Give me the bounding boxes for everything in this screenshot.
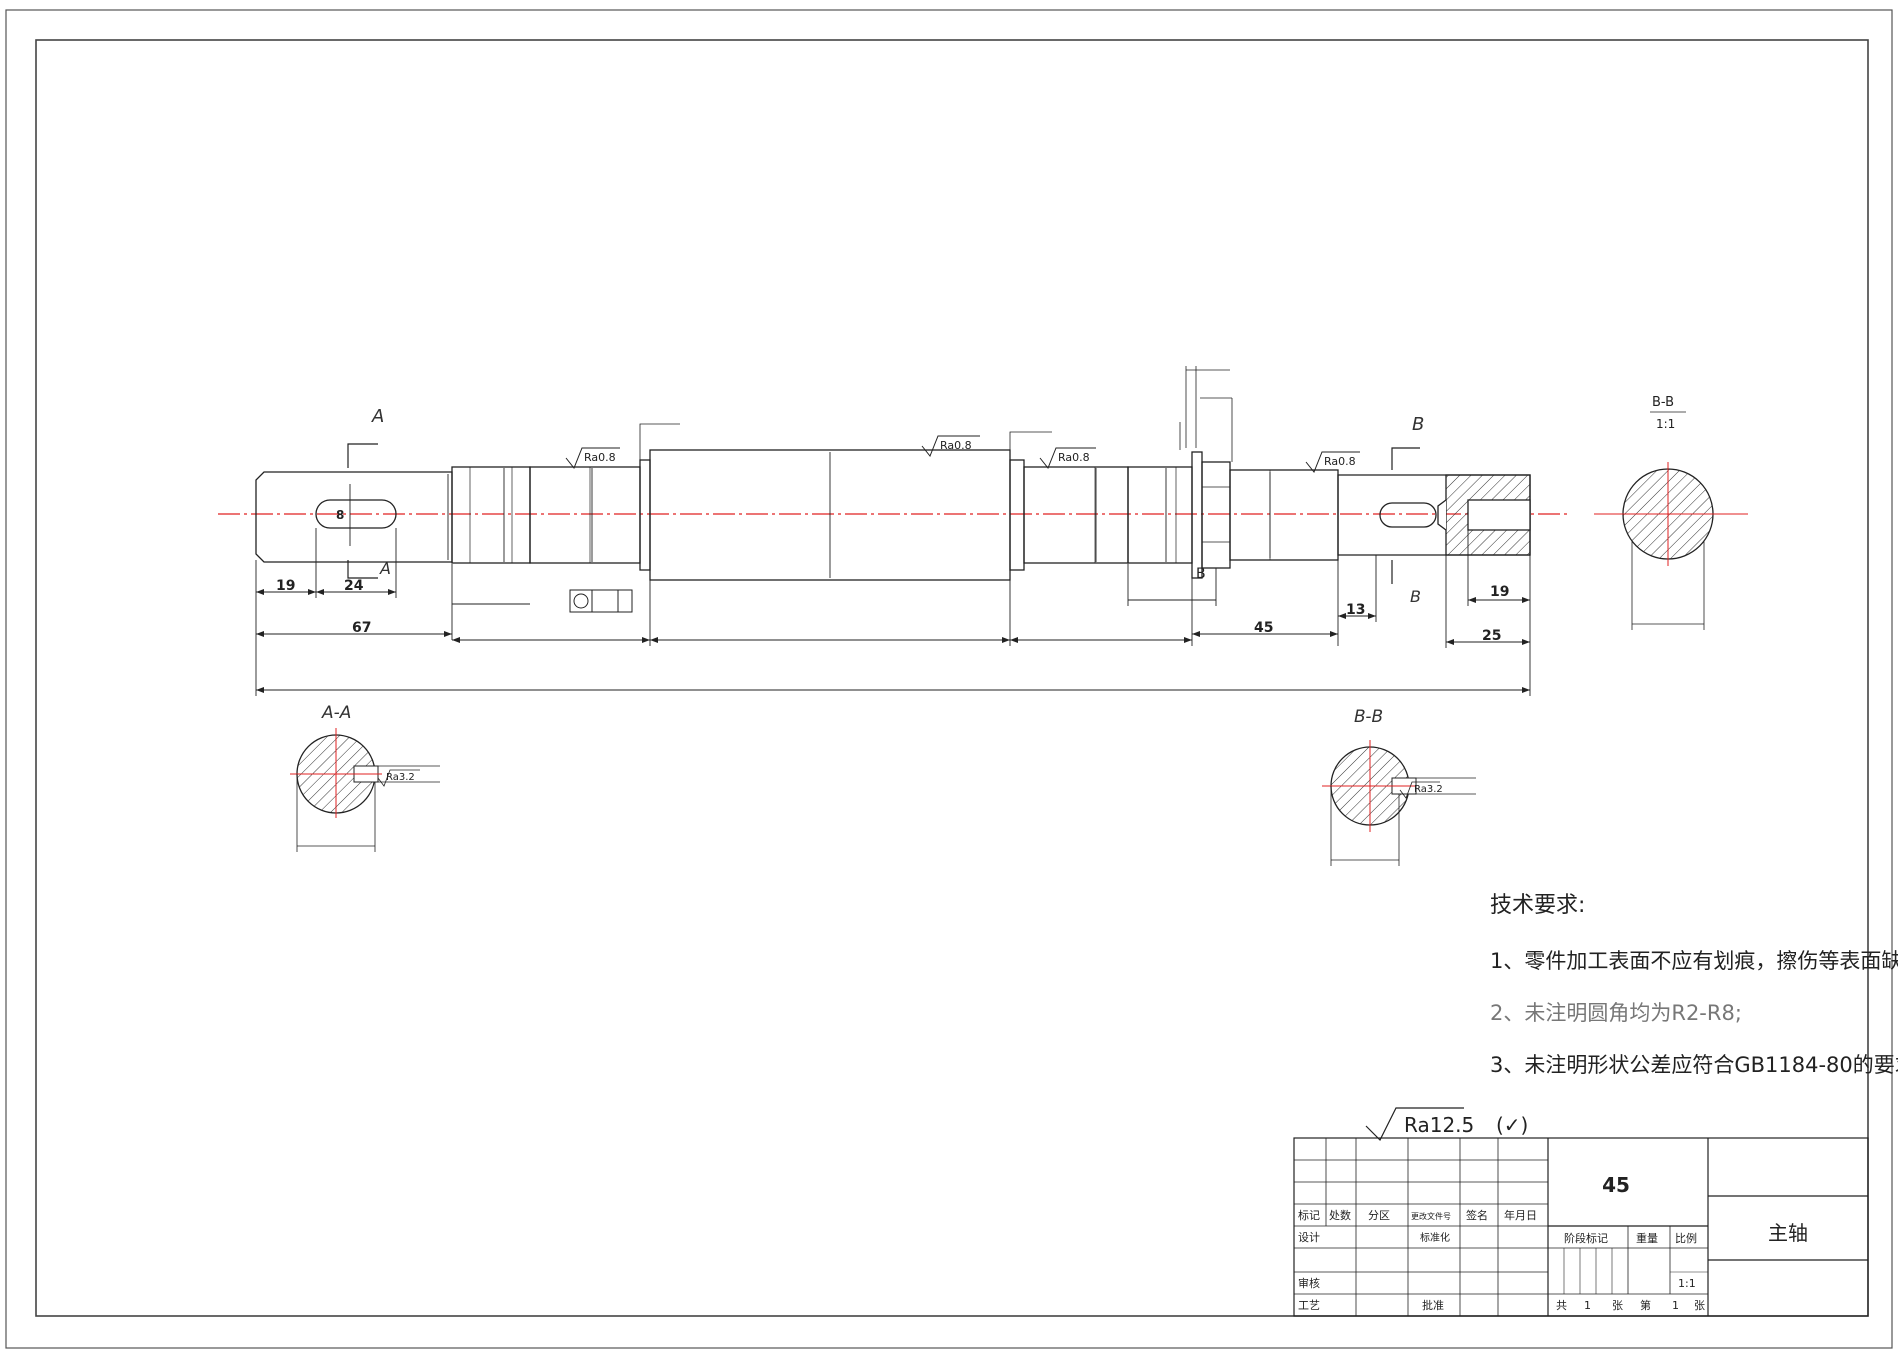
general-roughness-value: Ra12.5 (1404, 1113, 1474, 1137)
section-aa-view (290, 728, 440, 852)
section-aa-title: A-A (321, 703, 351, 723)
tb-total: 1 (1584, 1299, 1591, 1312)
section-mark-a-bottom: A (379, 559, 391, 578)
tb-num: 1 (1672, 1299, 1679, 1312)
main-shaft (255, 449, 1531, 581)
dim-keyway-8: 8 (336, 508, 344, 522)
tb-total-label: 共 (1556, 1299, 1567, 1312)
end-view-circle (1594, 462, 1748, 630)
title-block-part-name: 主轴 (1768, 1221, 1808, 1245)
tb-weight: 重量 (1636, 1231, 1658, 1245)
section-arrow-a (347, 443, 378, 579)
tech-req-title: 技术要求: (1490, 893, 1585, 918)
tb-row-approve: 批准 (1422, 1298, 1444, 1312)
tb-header-date: 年月日 (1504, 1208, 1537, 1222)
roughness-label-2: Ra0.8 (940, 439, 972, 452)
tb-header-sign: 签名 (1466, 1208, 1488, 1222)
tech-req-item-2: 2、未注明圆角均为R2-R8; (1490, 1001, 1742, 1025)
tb-sheet-label-2: 张 (1694, 1299, 1705, 1312)
section-arrow-b (1391, 447, 1420, 584)
diameter-dimensions (349, 452, 1271, 578)
title-block-grid (1293, 1137, 1869, 1317)
tech-req-item-3: 3、未注明形状公差应符合GB1184-80的要求。 (1490, 1053, 1898, 1077)
tb-header-count: 处数 (1329, 1209, 1351, 1222)
section-bb-view (1322, 740, 1476, 866)
keyway-a (315, 499, 397, 529)
section-mark-a-top: A (371, 406, 384, 427)
tech-req-item-1: 1、零件加工表面不应有划痕，擦伤等表面缺陷; (1490, 949, 1898, 973)
roughness-label-3: Ra0.8 (1058, 451, 1090, 464)
view-bb-scale: 1:1 (1656, 417, 1675, 431)
section-bb-roughness: Ra3.2 (1414, 784, 1443, 795)
tb-ratio: 1:1 (1678, 1277, 1696, 1290)
dim-67: 67 (352, 620, 371, 636)
dim-13: 13 (1346, 602, 1365, 618)
section-mark-b-bottom: B (1410, 587, 1421, 606)
dimension-arrowheads (256, 589, 1530, 693)
general-roughness-symbol (1365, 1107, 1464, 1142)
general-roughness-note: (✓) (1496, 1113, 1528, 1137)
roughness-label-1: Ra0.8 (584, 451, 616, 464)
tb-header-doc: 更改文件号 (1411, 1211, 1451, 1221)
roughness-label-4: Ra0.8 (1324, 455, 1356, 468)
tb-stage: 阶段标记 (1564, 1231, 1608, 1245)
tb-ratio-label: 比例 (1675, 1231, 1697, 1245)
section-aa-roughness: Ra3.2 (386, 772, 415, 783)
section-bb-title: B-B (1354, 707, 1383, 727)
outer-border (5, 9, 1893, 1349)
tolerance-frame (569, 589, 633, 613)
tb-row-process: 工艺 (1298, 1299, 1320, 1312)
tb-row-std: 标准化 (1420, 1231, 1450, 1244)
section-mark-b-top: B (1412, 414, 1424, 435)
roughness-symbols (565, 435, 1360, 473)
view-bb-label: B-B (1652, 395, 1674, 410)
dim-19-right: 19 (1490, 584, 1509, 600)
dim-24: 24 (344, 578, 364, 594)
dim-45: 45 (1254, 620, 1273, 636)
section-mark-b-small: B (1196, 566, 1206, 582)
title-block-material: 45 (1602, 1173, 1630, 1197)
tb-row-design: 设计 (1298, 1231, 1320, 1244)
dim-19-left: 19 (276, 578, 295, 594)
tb-row-review: 审核 (1298, 1276, 1320, 1290)
tb-num-label: 第 (1640, 1298, 1651, 1312)
tb-header-zone: 分区 (1368, 1209, 1390, 1222)
inner-border (35, 39, 1869, 1317)
tb-header-mark: 标记 (1298, 1208, 1320, 1222)
tb-sheet-label: 张 (1612, 1299, 1623, 1312)
dim-25: 25 (1482, 628, 1501, 644)
length-dimensions (255, 528, 1531, 696)
leader-lines (639, 366, 1233, 462)
